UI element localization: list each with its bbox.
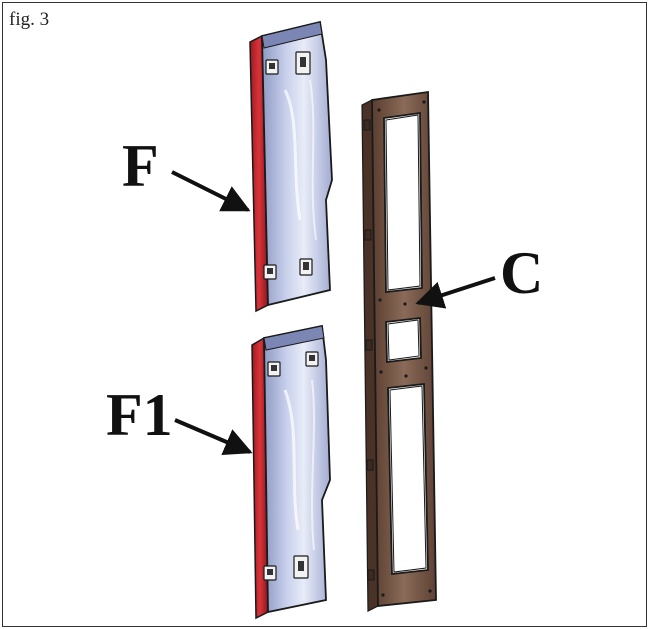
arrow-to-bracket bbox=[415, 276, 496, 309]
callout-f1: F1 bbox=[106, 382, 173, 448]
arrow-to-upper-panel bbox=[171, 170, 251, 212]
callout-c: C bbox=[500, 240, 544, 306]
frame-bracket bbox=[361, 90, 437, 612]
upper-trim-panel bbox=[249, 20, 333, 313]
callout-f: F bbox=[122, 133, 159, 199]
arrow-to-lower-panel bbox=[174, 418, 253, 455]
figure-label: fig. 3 bbox=[9, 9, 50, 30]
lower-trim-panel bbox=[251, 324, 331, 620]
